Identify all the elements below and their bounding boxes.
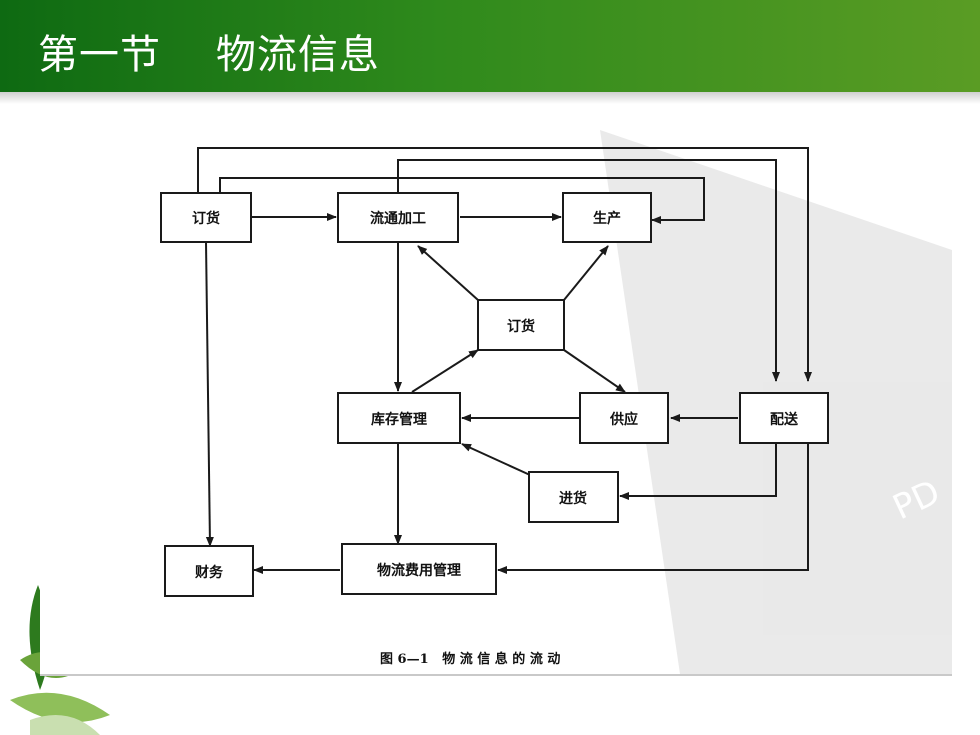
edge-delivery-to-purchase <box>619 443 777 500</box>
node-supply: 供应 <box>609 411 638 428</box>
node-production-box <box>562 192 652 243</box>
node-finance-box <box>164 545 254 597</box>
edge-center-to-processing <box>417 245 479 301</box>
node-delivery-box <box>739 392 829 444</box>
slide-header <box>0 0 980 92</box>
node-production: 生产 <box>593 210 621 227</box>
node-inventory: 库存管理 <box>371 411 427 428</box>
edge-inventory-to-center <box>411 349 479 393</box>
header-shadow <box>0 92 980 104</box>
node-delivery: 配送 <box>770 411 799 428</box>
edge-center-to-supply <box>563 349 626 393</box>
node-purchase: 进货 <box>559 490 587 507</box>
edge-center-to-production <box>563 245 609 301</box>
node-cost-box <box>341 543 497 595</box>
node-logistics-cost: 物流费用管理 <box>377 562 461 579</box>
node-order-top-box <box>160 192 252 243</box>
figure-area: PD <box>40 130 952 674</box>
node-order-center-box <box>477 299 565 351</box>
figure-caption: 图 6—1 物 流 信 息 的 流 动 <box>380 651 560 667</box>
node-supply-box <box>579 392 669 444</box>
logistics-flow-diagram: PD <box>160 130 952 674</box>
node-inventory-box <box>337 392 461 444</box>
edge-order-to-finance <box>205 241 214 547</box>
node-processing-box <box>337 192 459 243</box>
edge-order-to-production-loop <box>219 177 705 224</box>
node-purchase-box <box>528 471 619 523</box>
node-order-top: 订货 <box>192 210 220 227</box>
edge-order-to-delivery-outer <box>197 147 812 382</box>
node-processing: 流通加工 <box>370 210 426 227</box>
node-order-center: 订货 <box>507 318 535 335</box>
node-finance: 财务 <box>194 564 224 581</box>
edge-processing-to-delivery <box>397 159 780 382</box>
edge-delivery-to-cost <box>497 443 809 574</box>
slide-title: 第一节 物流信息 <box>38 32 380 78</box>
edge-purchase-to-inventory <box>461 443 531 476</box>
bottom-divider <box>40 674 952 676</box>
